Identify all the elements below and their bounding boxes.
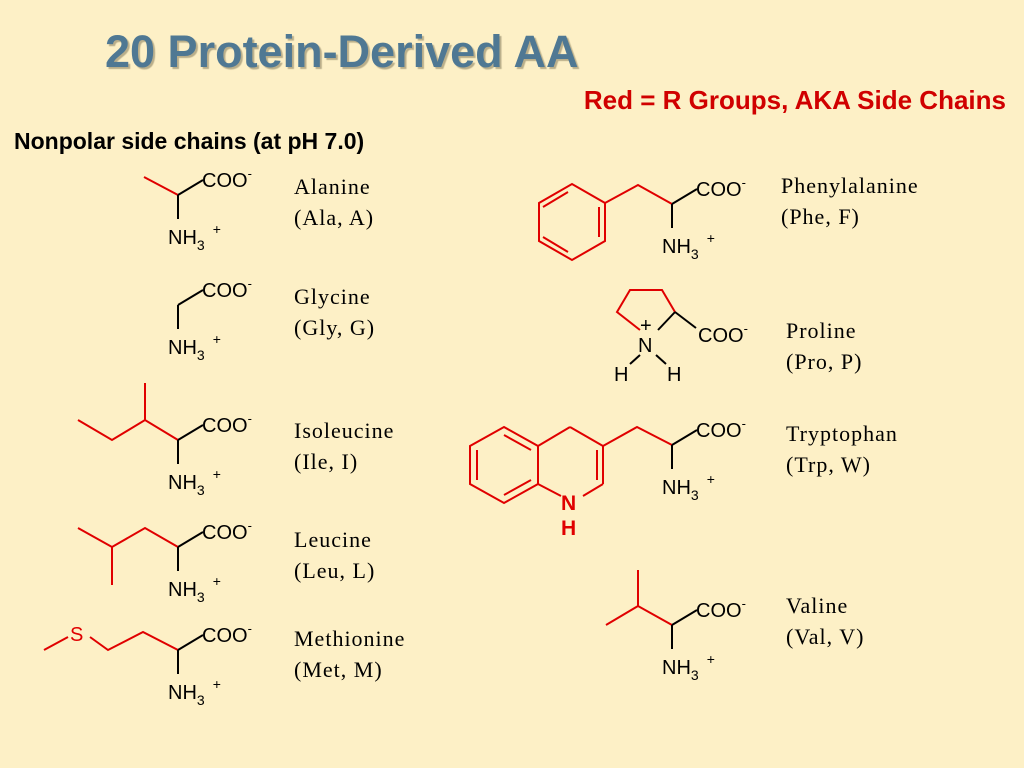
alanine-side-chain bbox=[143, 176, 179, 196]
proline-h-left: H bbox=[614, 364, 628, 386]
valine-abbr: (Val, V) bbox=[786, 624, 865, 649]
leucine-side-chain bbox=[77, 526, 179, 549]
valine-nh3: NH3+ bbox=[662, 651, 715, 683]
valine-side-chain bbox=[605, 604, 673, 626]
methionine-nh3: NH3+ bbox=[168, 676, 221, 708]
methionine-structure: S COO- NH3+ bbox=[43, 621, 252, 708]
phenylalanine-nh3: NH3+ bbox=[662, 230, 715, 262]
tryptophan-coo: COO- bbox=[696, 416, 746, 442]
tryptophan-hydrogen: H bbox=[561, 517, 576, 540]
valine-label: Valine (Val, V) bbox=[786, 590, 864, 652]
phenylalanine-coo: COO- bbox=[696, 175, 746, 201]
glycine-label: Glycine (Gly, G) bbox=[294, 281, 375, 343]
proline-label: Proline (Pro, P) bbox=[786, 315, 862, 377]
tryptophan-label: Tryptophan (Trp, W) bbox=[786, 418, 898, 480]
proline-side-chain bbox=[615, 289, 676, 331]
alanine-label: Alanine (Ala, A) bbox=[294, 171, 374, 233]
valine-structure: COO- NH3+ bbox=[605, 570, 746, 683]
tryptophan-nh3: NH3+ bbox=[662, 471, 715, 503]
leucine-nh3: NH3+ bbox=[168, 573, 221, 605]
isoleucine-label: Isoleucine (Ile, I) bbox=[294, 415, 394, 477]
alanine-coo: COO- bbox=[202, 166, 252, 192]
proline-nitrogen: N bbox=[638, 335, 652, 357]
isoleucine-nh3: NH3+ bbox=[168, 466, 221, 498]
leucine-structure: COO- NH3+ bbox=[77, 518, 252, 605]
glycine-name: Glycine bbox=[294, 284, 371, 309]
methionine-name: Methionine bbox=[294, 626, 406, 651]
slide-subtitle: Red = R Groups, AKA Side Chains bbox=[583, 85, 1006, 115]
leucine-coo: COO- bbox=[202, 518, 252, 544]
glycine-coo: COO- bbox=[202, 276, 252, 302]
glycine-nh3: NH3+ bbox=[168, 331, 221, 363]
valine-coo: COO- bbox=[696, 596, 746, 622]
isoleucine-coo: COO- bbox=[202, 411, 252, 437]
tryptophan-side-chain bbox=[469, 425, 673, 505]
phenylalanine-label: Phenylalanine (Phe, F) bbox=[781, 170, 919, 232]
tryptophan-nitrogen: N bbox=[561, 492, 576, 515]
alanine-abbr: (Ala, A) bbox=[294, 205, 375, 230]
methionine-methyl-bond bbox=[43, 636, 69, 651]
isoleucine-structure: COO- NH3+ bbox=[77, 383, 252, 498]
proline-plus: + bbox=[640, 315, 652, 337]
phenylalanine-abbr: (Phe, F) bbox=[781, 204, 860, 229]
proline-name: Proline bbox=[786, 318, 857, 343]
methionine-coo: COO- bbox=[202, 621, 252, 647]
alanine-name: Alanine bbox=[294, 174, 371, 199]
proline-h-right: H bbox=[667, 364, 681, 386]
glycine-structure: COO- NH3+ bbox=[168, 276, 252, 363]
isoleucine-name: Isoleucine bbox=[294, 418, 395, 443]
isoleucine-abbr: (Ile, I) bbox=[294, 449, 359, 474]
leucine-name: Leucine bbox=[294, 527, 372, 552]
tryptophan-abbr: (Trp, W) bbox=[786, 452, 872, 477]
valine-name: Valine bbox=[786, 593, 849, 618]
tryptophan-name: Tryptophan bbox=[786, 421, 898, 446]
leucine-abbr: (Leu, L) bbox=[294, 558, 376, 583]
phenylalanine-name: Phenylalanine bbox=[781, 173, 919, 198]
glycine-abbr: (Gly, G) bbox=[294, 315, 376, 340]
tryptophan-structure: N H COO- NH3+ bbox=[469, 416, 746, 540]
slide-title: 20 Protein-Derived AA bbox=[105, 26, 579, 77]
methionine-sulfur: S bbox=[70, 624, 83, 646]
methionine-abbr: (Met, M) bbox=[294, 657, 383, 682]
proline-coo: COO- bbox=[698, 321, 748, 347]
proline-abbr: (Pro, P) bbox=[786, 349, 863, 374]
methionine-label: Methionine (Met, M) bbox=[294, 623, 405, 685]
methionine-side-chain bbox=[89, 630, 179, 652]
alanine-nh3: NH3+ bbox=[168, 221, 221, 253]
leucine-label: Leucine (Leu, L) bbox=[294, 524, 375, 586]
isoleucine-side-chain bbox=[77, 418, 179, 442]
phenylalanine-side-chain bbox=[538, 182, 673, 262]
alanine-structure: COO- NH3+ bbox=[143, 166, 252, 253]
proline-structure: + N H H COO- bbox=[614, 289, 748, 386]
phenylalanine-structure: COO- NH3+ bbox=[538, 175, 746, 262]
section-heading: Nonpolar side chains (at pH 7.0) bbox=[14, 128, 365, 154]
